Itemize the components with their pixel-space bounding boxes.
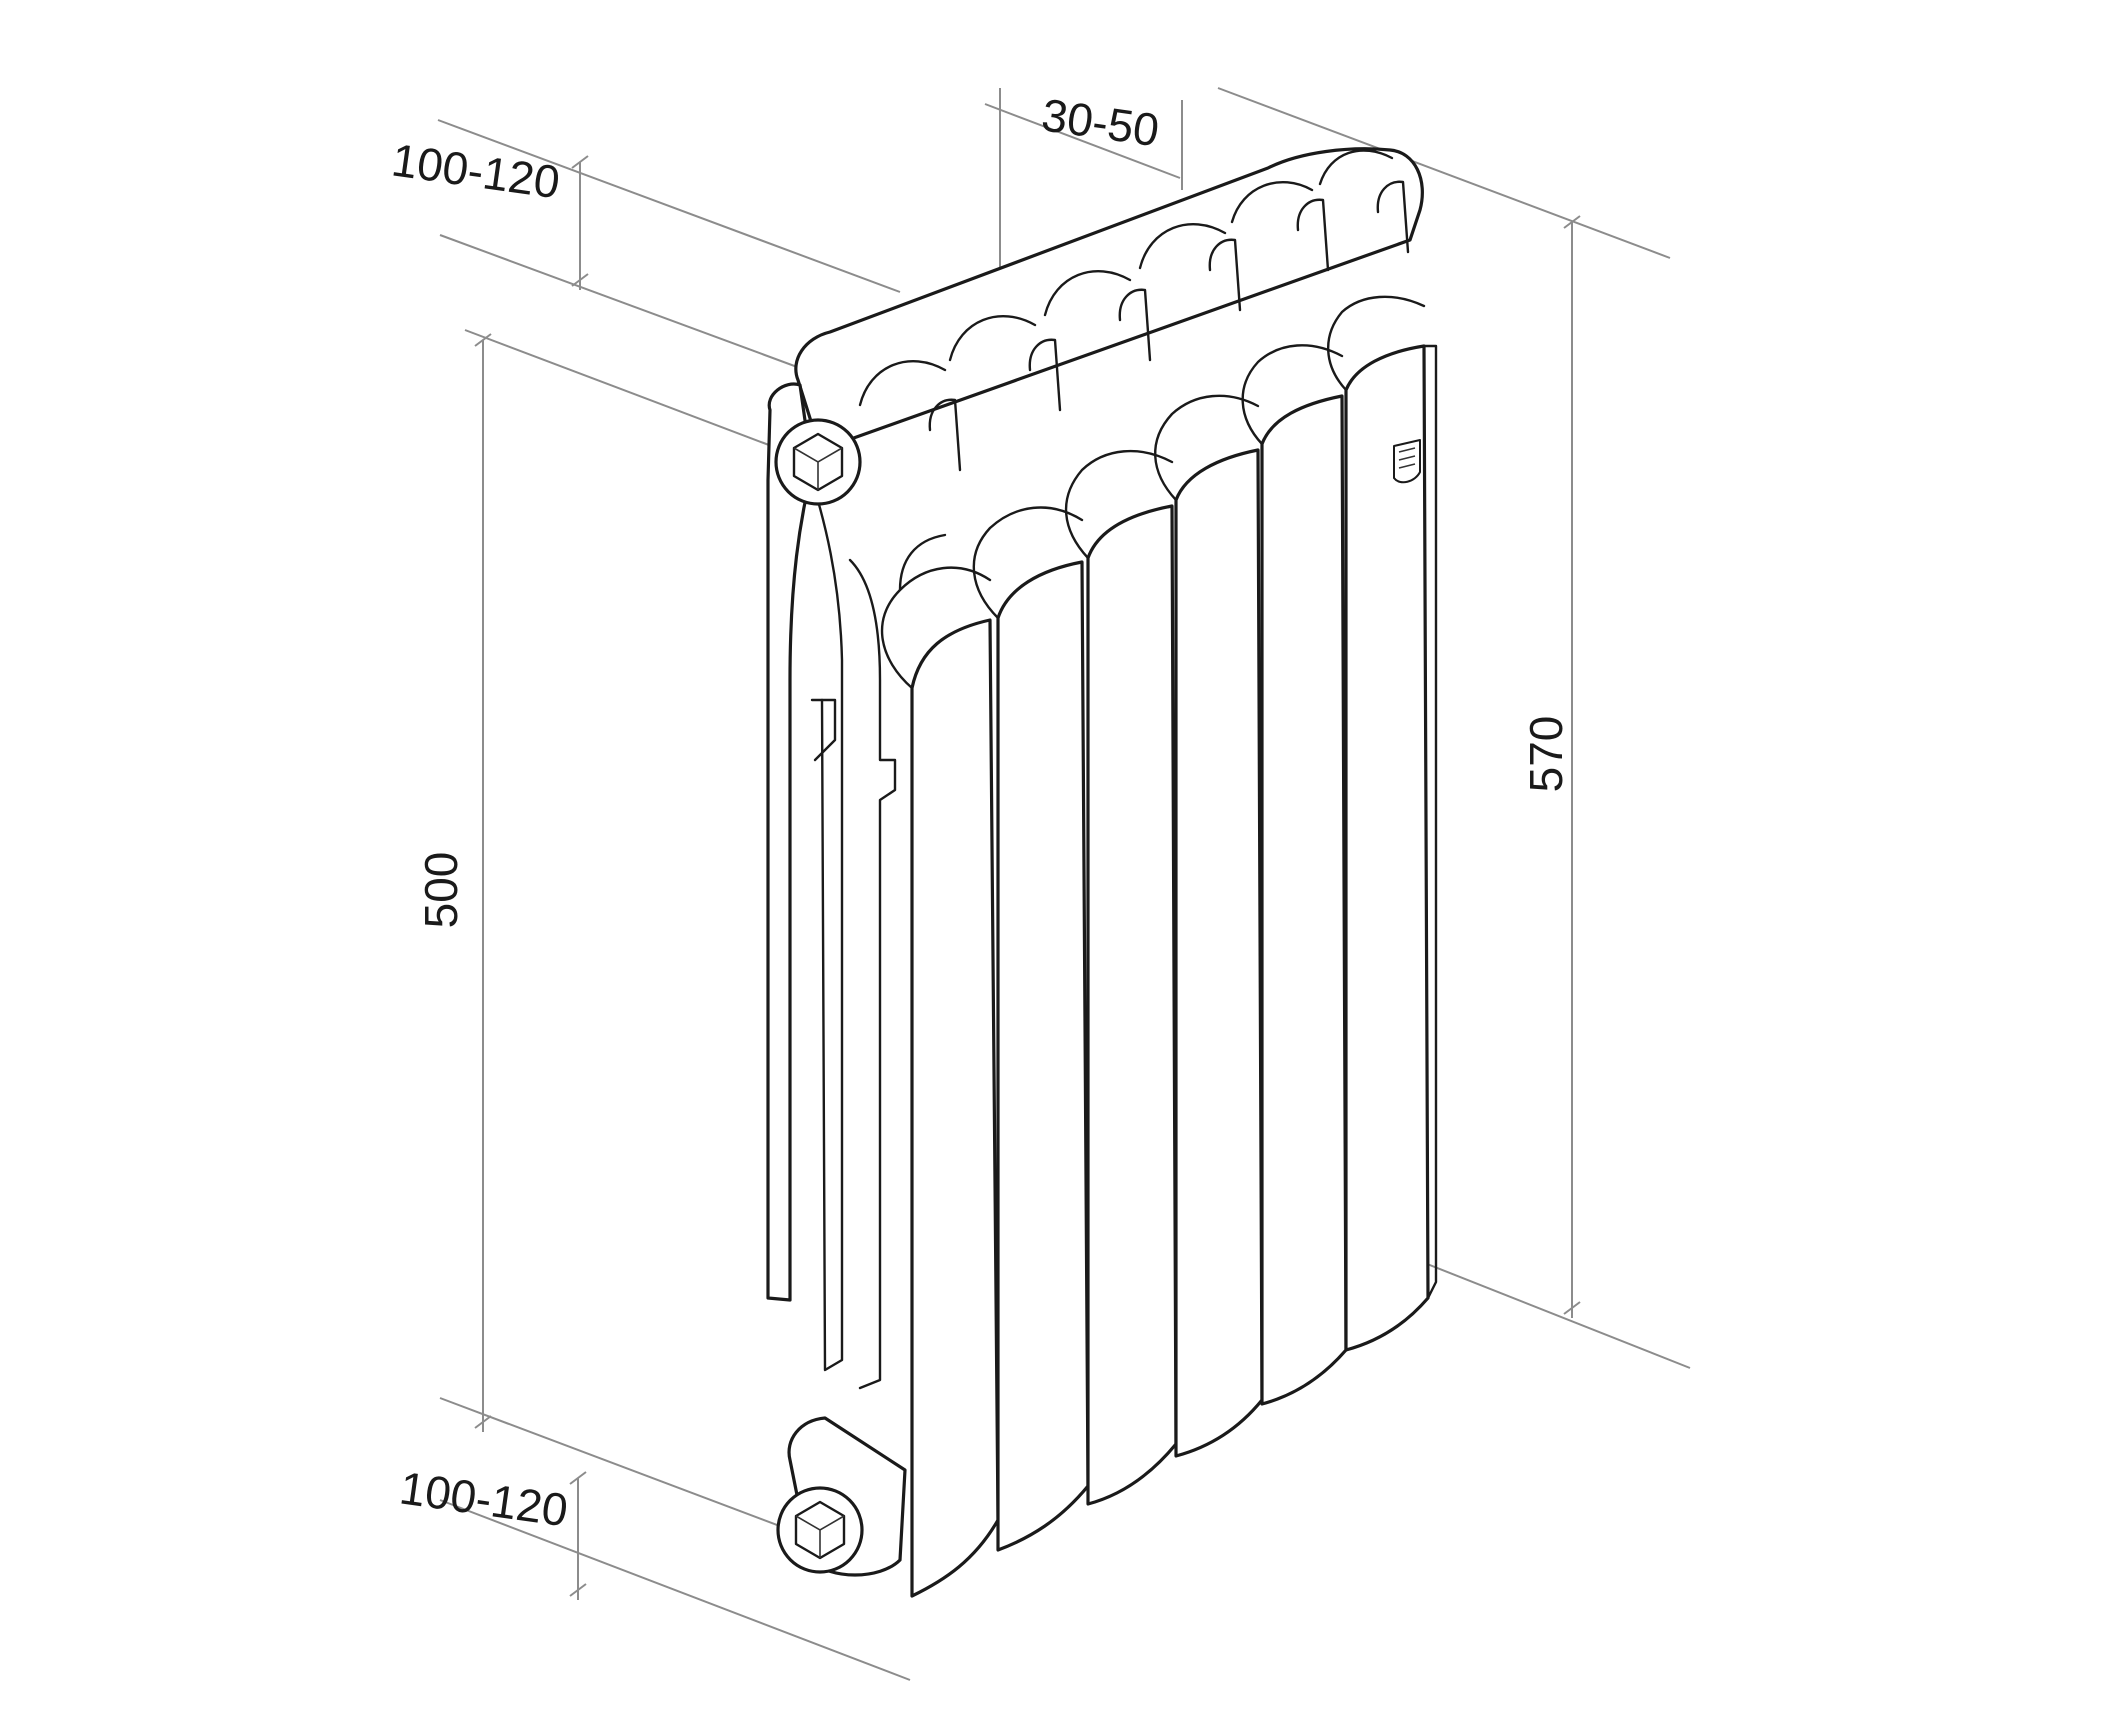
bottom-offset-label: 100-120	[397, 1461, 571, 1536]
side-fin-outer	[766, 382, 814, 1302]
radiator-body	[766, 147, 1438, 1598]
center-distance-label: 500	[415, 852, 467, 929]
top-collector	[794, 147, 1424, 452]
section-panel	[996, 560, 1090, 1552]
total-height-label: 570	[1520, 716, 1572, 793]
brand-logo-icon	[1393, 439, 1421, 484]
section-panel	[1174, 448, 1264, 1458]
collector-arcs	[858, 149, 1394, 407]
hex-plug-icon	[774, 418, 862, 506]
section-panel	[910, 618, 1000, 1598]
section-panel	[1260, 394, 1348, 1406]
top-offset-label: 100-120	[389, 133, 563, 208]
section-panel	[1086, 504, 1178, 1506]
hex-plug-icon	[776, 1486, 864, 1574]
sections	[880, 295, 1430, 1598]
top-hooks	[928, 180, 1410, 472]
dimension-lines	[437, 87, 1691, 1681]
right-back-edge	[1422, 344, 1438, 1300]
section-panel	[1344, 344, 1430, 1352]
section-depth-label: 30-50	[1039, 88, 1163, 156]
